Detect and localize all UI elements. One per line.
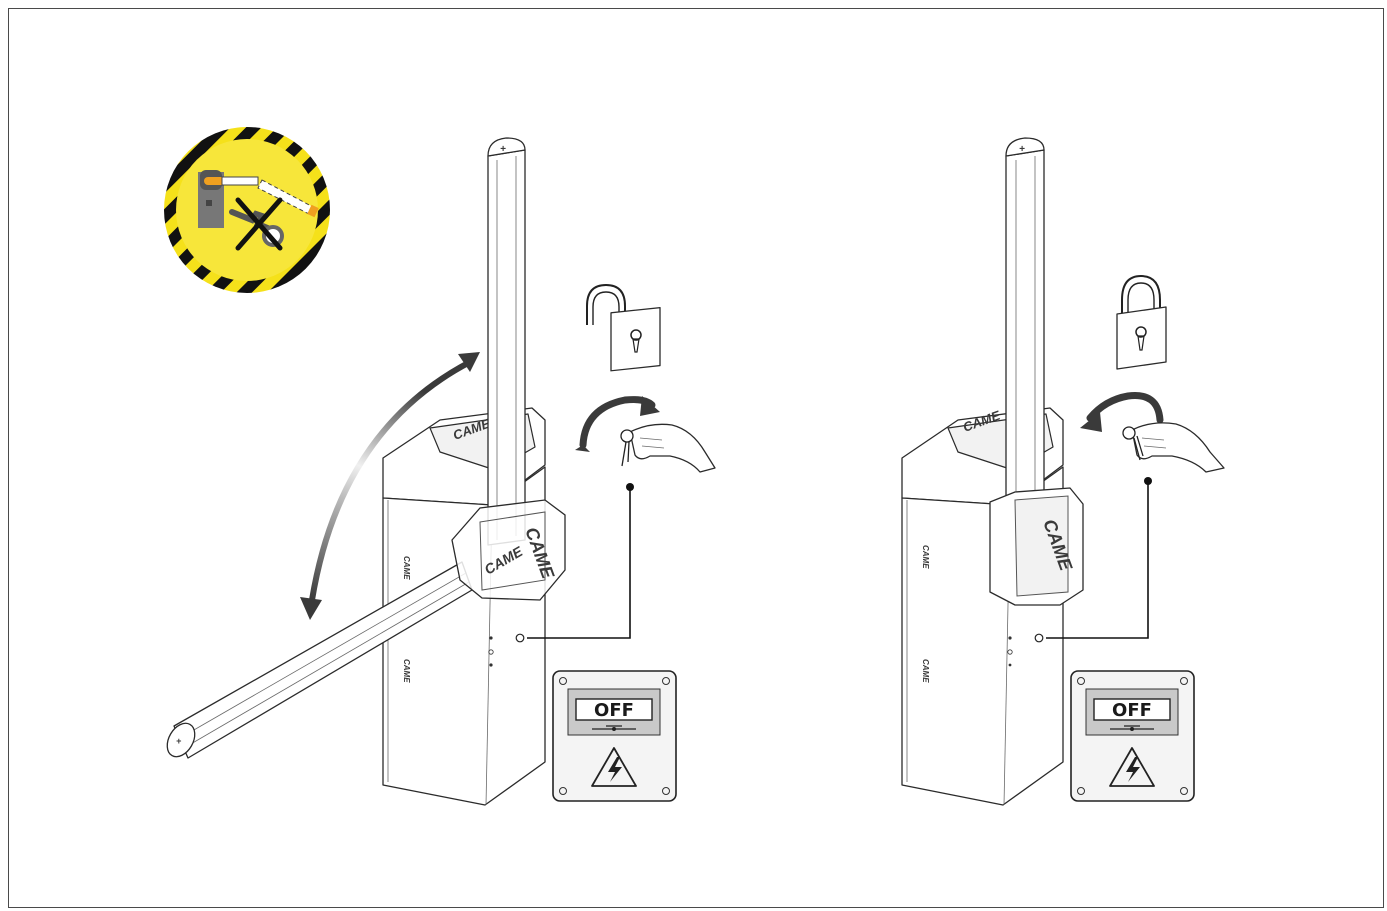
high-voltage-icon	[1126, 757, 1140, 782]
rotate-clockwise-arrow	[575, 396, 660, 452]
boom-top-mark: +	[1019, 144, 1025, 155]
cross-icon	[235, 197, 283, 251]
arrow-head-down	[300, 597, 322, 620]
locked-padlock-icon	[1116, 274, 1167, 370]
connector-line	[1046, 477, 1152, 639]
barrier-release-icon	[198, 170, 319, 228]
boom-top-mark: +	[500, 144, 506, 155]
switch-off-label: OFF	[594, 700, 634, 721]
boom-hub: CAME	[989, 487, 1084, 606]
high-voltage-icon	[608, 757, 622, 782]
arrow-head-up	[458, 352, 480, 372]
boom-motion-arrow	[309, 359, 473, 603]
rotate-counterclockwise-arrow	[1080, 392, 1164, 432]
boom-raised: +	[1005, 137, 1045, 526]
figure-frame	[8, 8, 1384, 908]
side-label-lower: CAME	[402, 659, 411, 683]
power-switch-box: OFF	[1070, 670, 1195, 802]
boom-tip-mark: +	[176, 736, 182, 746]
switch-off-label: OFF	[1112, 700, 1152, 721]
right-barrier: CAME CAME CAME + CAME	[901, 137, 1225, 806]
unlocked-padlock-icon	[586, 283, 661, 372]
side-label-upper: CAME	[921, 545, 930, 569]
boom-hub: CAME CAME	[451, 499, 566, 601]
lock-keyhole[interactable]	[1034, 633, 1044, 643]
lock-keyhole[interactable]	[515, 633, 525, 643]
left-barrier: CAME CAME CAME + +	[166, 137, 716, 806]
side-label-lower: CAME	[921, 659, 930, 683]
warning-badge	[164, 127, 330, 293]
side-label-upper: CAME	[402, 556, 411, 580]
hand-with-key-icon	[620, 423, 716, 473]
boom-raised: +	[487, 137, 526, 546]
hand-with-key-icon	[1122, 422, 1225, 473]
power-switch-box: OFF	[552, 670, 677, 802]
connector-line	[527, 483, 634, 639]
